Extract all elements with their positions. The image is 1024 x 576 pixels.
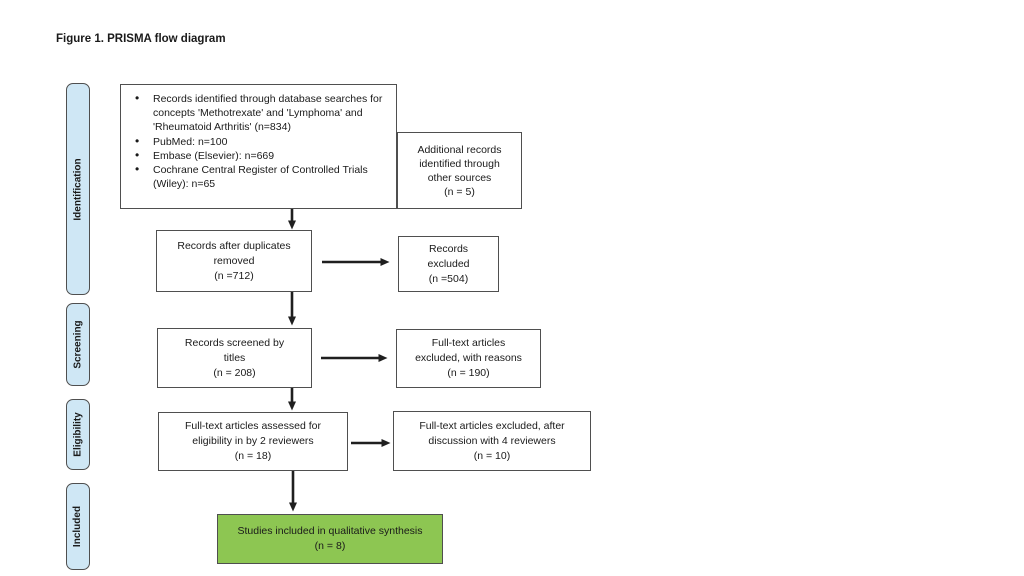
- stage-label-screening: Screening: [66, 303, 90, 386]
- box-text-line: Studies included in qualitative synthesi…: [237, 525, 423, 537]
- box-text-line: Records screened by: [184, 336, 285, 349]
- stage-label-text: Screening: [72, 320, 84, 369]
- box-text-line: eligibility in by 2 reviewers: [192, 435, 314, 447]
- box-text-line: Records after duplicates: [177, 239, 291, 252]
- box-records-screened: Records screened by titles (n = 208): [157, 328, 312, 388]
- box-text-line: Additional records: [417, 143, 502, 156]
- box-text-line: removed: [213, 254, 255, 267]
- box-text-line: (n = 190): [447, 367, 490, 379]
- figure-title: Figure 1. PRISMA flow diagram: [56, 33, 226, 45]
- box-records-identified: Records identified through database sear…: [120, 84, 397, 209]
- box-text-line: (n =712): [214, 269, 254, 282]
- box-additional-records: Additional records identified through ot…: [397, 132, 522, 209]
- box-text-line: (n = 8): [314, 540, 346, 552]
- stage-label-included: Included: [66, 483, 90, 570]
- stage-label-text: Eligibility: [72, 412, 84, 457]
- list-item: Embase (Elsevier): n=669: [121, 148, 388, 163]
- box-text-line: discussion with 4 reviewers: [428, 434, 556, 447]
- box-text-line: Records: [428, 242, 469, 255]
- box-text-line: Full-text articles excluded, after: [419, 419, 565, 432]
- stage-label-identification: Identification: [66, 83, 90, 295]
- box-text-line: identified through: [419, 157, 500, 170]
- records-identified-list: Records identified through database sear…: [121, 91, 388, 191]
- box-records-excluded: Records excluded (n =504): [398, 236, 499, 292]
- box-studies-included: Studies included in qualitative synthesi…: [217, 514, 443, 564]
- box-text-line: (n =504): [428, 272, 469, 285]
- box-text-line: Full-text articles assessed for: [185, 420, 321, 432]
- box-fulltext-excluded-reasons: Full-text articles excluded, with reason…: [396, 329, 541, 388]
- list-item: PubMed: n=100: [121, 134, 388, 149]
- box-text-line: other sources: [427, 171, 492, 184]
- stage-label-text: Included: [72, 505, 84, 548]
- box-text-line: excluded: [427, 257, 470, 270]
- box-text-line: (n = 10): [473, 449, 511, 462]
- stage-label-text: Identification: [72, 157, 84, 221]
- box-text-line: (n = 5): [444, 185, 475, 198]
- box-fulltext-excluded-discussion: Full-text articles excluded, after discu…: [393, 411, 591, 471]
- box-text-line: excluded, with reasons: [415, 352, 522, 364]
- box-text-line: titles: [223, 351, 246, 364]
- list-item: Cochrane Central Register of Controlled …: [121, 162, 388, 191]
- box-text-line: (n = 18): [234, 450, 272, 462]
- box-fulltext-assessed: Full-text articles assessed for eligibil…: [158, 412, 348, 471]
- stage-label-eligibility: Eligibility: [66, 399, 90, 470]
- box-duplicates-removed: Records after duplicates removed (n =712…: [156, 230, 312, 292]
- box-text-line: Full-text articles: [431, 337, 506, 349]
- box-text-line: (n = 208): [213, 366, 256, 379]
- list-item: Records identified through database sear…: [121, 91, 388, 135]
